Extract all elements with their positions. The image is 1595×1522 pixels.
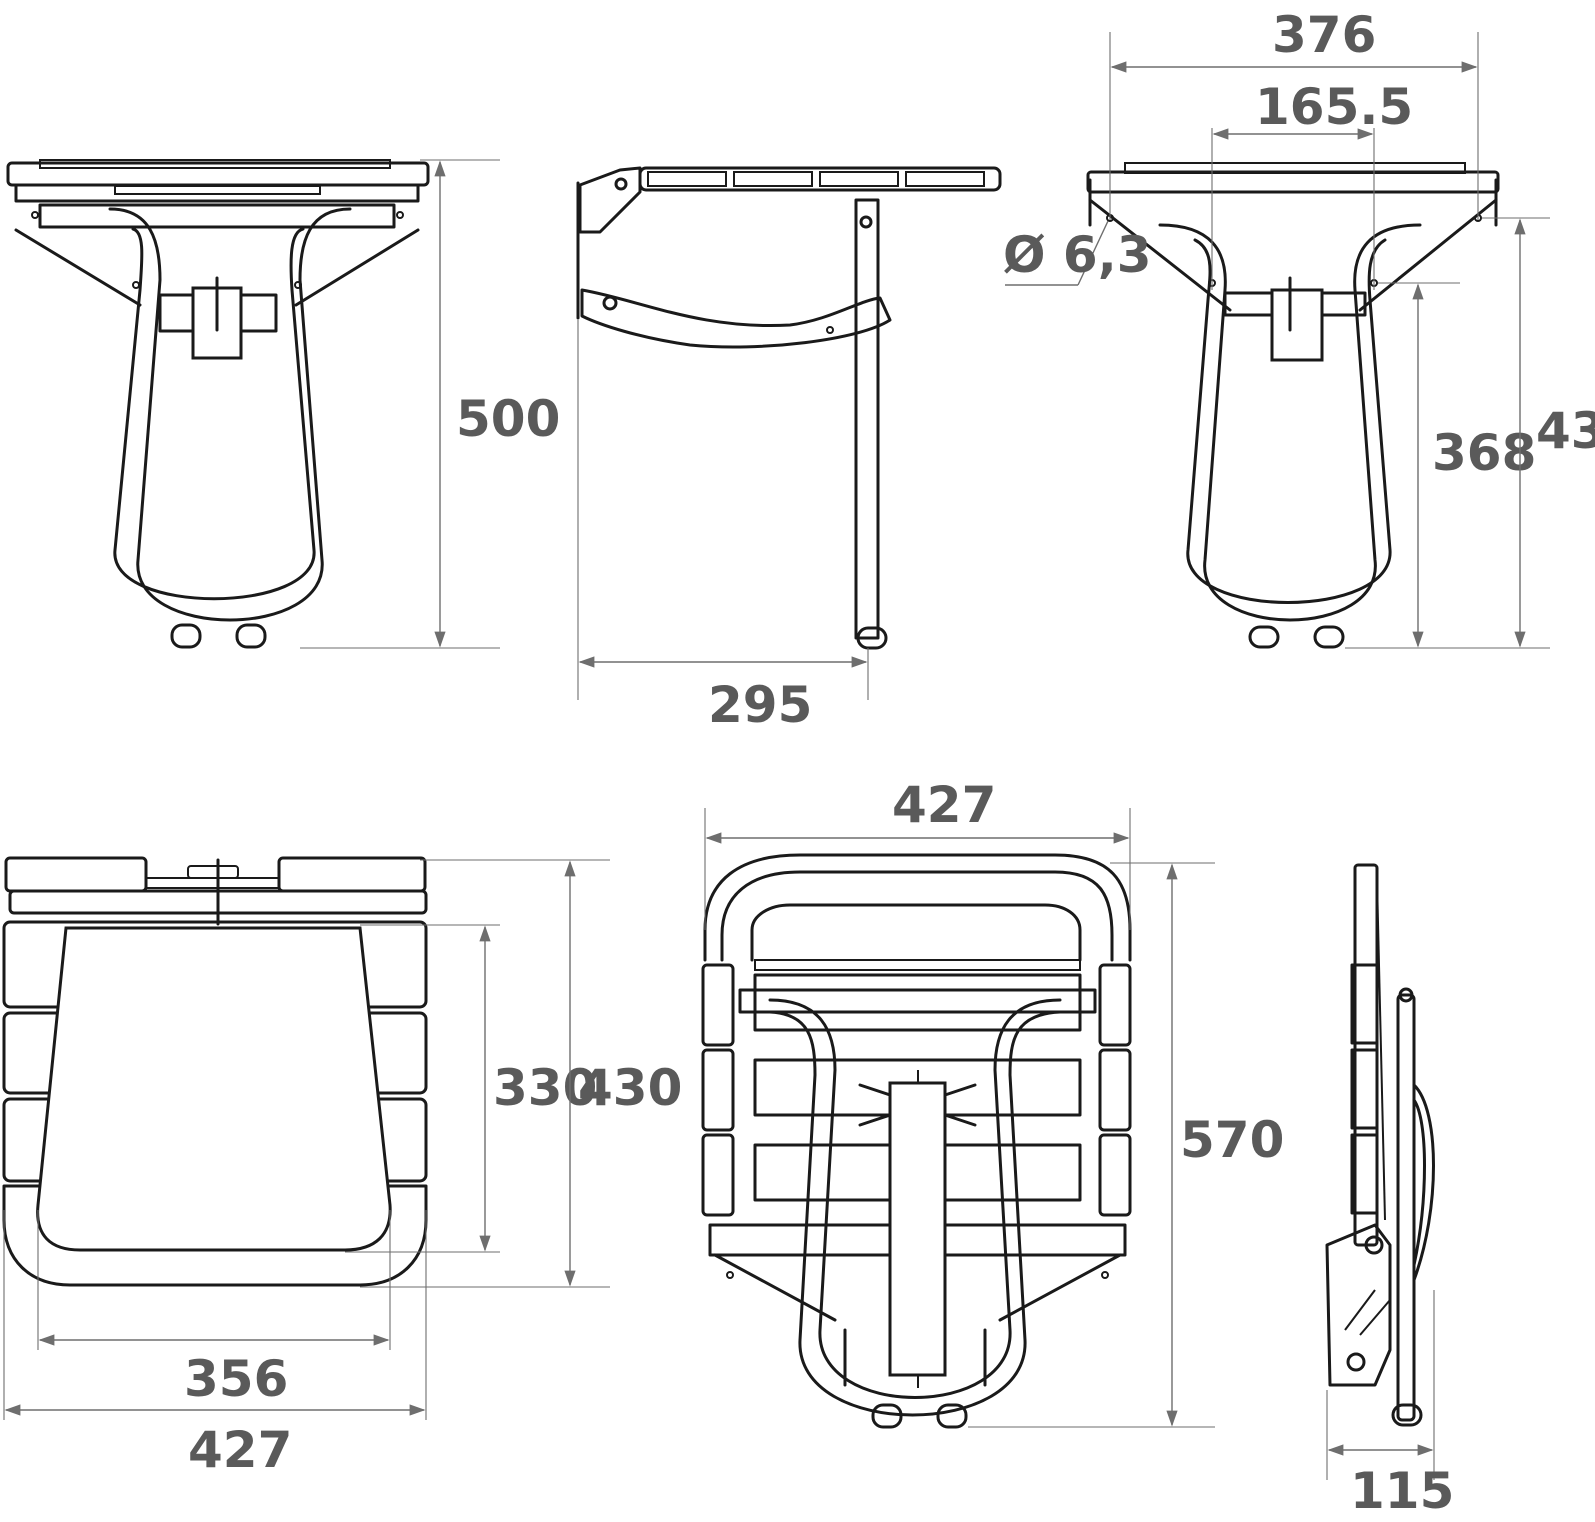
- folded-side-view: [1325, 863, 1435, 1427]
- dimension-folded-height: 570: [968, 862, 1284, 1428]
- dimension-label-165-5: 165.5: [1255, 78, 1413, 136]
- dimension-label-427-seat: 427: [188, 1421, 292, 1479]
- dimension-label-diameter: Ø 6,3: [1003, 226, 1152, 284]
- dimension-hole-spacing: 165.5: [1211, 78, 1413, 290]
- front-view: [6, 159, 430, 649]
- dimension-folded-width: 427: [704, 776, 1131, 930]
- dimension-label-500: 500: [456, 390, 560, 448]
- dimension-label-115: 115: [1350, 1462, 1454, 1520]
- dimension-rear-width: 376: [1109, 6, 1479, 220]
- top-view: [2, 856, 428, 1287]
- dimension-hole-diameter: Ø 6,3: [1003, 220, 1152, 286]
- dimension-label-356: 356: [184, 1350, 288, 1408]
- dimension-label-376: 376: [1272, 6, 1376, 64]
- dimension-label-570: 570: [1180, 1111, 1284, 1169]
- dimension-label-434: 434: [1536, 402, 1595, 460]
- dimension-label-427-folded: 427: [892, 776, 996, 834]
- dimension-folded-depth: 115: [1326, 1290, 1454, 1520]
- dimension-side-depth: 295: [577, 320, 869, 734]
- dimension-label-295: 295: [708, 676, 812, 734]
- dimension-bracket-height: 434: [1440, 217, 1595, 649]
- dimension-seat-depth: 430: [360, 859, 682, 1288]
- dimension-label-368: 368: [1432, 424, 1536, 482]
- dimension-seat-width-inner: 356: [37, 1210, 391, 1408]
- dimension-front-height: 500: [300, 159, 560, 649]
- dimension-seat-width: 427: [3, 1210, 427, 1479]
- dimension-label-330: 330: [493, 1059, 597, 1117]
- dimension-label-430: 430: [578, 1059, 682, 1117]
- side-view: [576, 166, 1002, 650]
- rear-view: [1086, 162, 1500, 649]
- dimension-seat-depth-inner: 330: [345, 924, 597, 1253]
- folded-front-view: [701, 853, 1132, 1429]
